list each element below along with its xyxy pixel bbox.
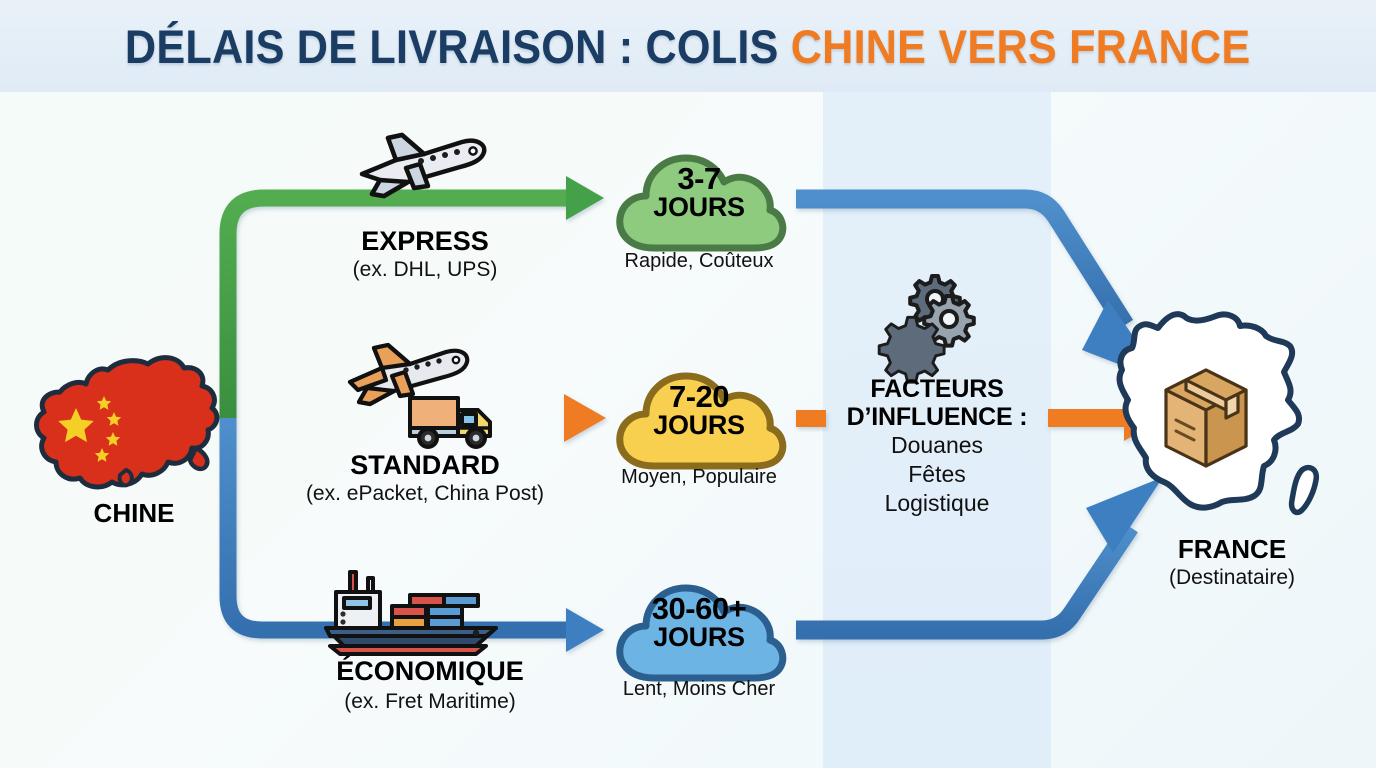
route-economique-duration: 30-60+ JOURS — [610, 593, 788, 651]
airplane-icon — [336, 336, 476, 408]
route-standard-days-unit: JOURS — [653, 410, 745, 440]
route-standard-days: 7-20 — [668, 379, 730, 414]
destination-label: FRANCE — [1177, 534, 1287, 564]
route-express-mode: EXPRESS — [361, 226, 489, 256]
factors-item-fetes: Fêtes — [908, 460, 966, 487]
route-standard-examples: (ex. ePacket, China Post) — [305, 482, 545, 505]
factors-item-logistique: Logistique — [884, 489, 990, 516]
cargo-ship-icon — [300, 562, 524, 658]
parcel-box-icon — [1164, 368, 1248, 468]
page-title-accent: CHINE VERS FRANCE — [791, 19, 1251, 73]
cloud-economique — [610, 578, 788, 686]
route-express-caption: Rapide, Coûteux — [624, 250, 774, 272]
route-express-days: 3-7 — [677, 161, 721, 196]
route-standard-caption: Moyen, Populaire — [621, 466, 777, 488]
route-economique-days: 30-60+ — [651, 591, 747, 626]
factors-heading-line2: D’INFLUENCE : — [846, 403, 1028, 431]
gears-icon — [877, 268, 995, 384]
airplane-icon — [344, 124, 494, 206]
route-express-days-unit: JOURS — [653, 192, 745, 222]
cloud-standard — [610, 366, 788, 474]
route-standard-duration: 7-20 JOURS — [610, 381, 788, 439]
route-economique-examples: (ex. Fret Maritime) — [344, 690, 516, 713]
header-banner: DÉLAIS DE LIVRAISON : COLIS CHINE VERS F… — [0, 0, 1376, 92]
factors-heading-line1: FACTEURS — [870, 375, 1004, 403]
route-economique-caption: Lent, Moins Cher — [622, 678, 776, 700]
page-title: DÉLAIS DE LIVRAISON : COLIS CHINE VERS F… — [125, 19, 1250, 74]
route-economique-days-unit: JOURS — [653, 622, 745, 652]
factors-block: FACTEURS D’INFLUENCE : Douanes Fêtes Log… — [823, 375, 1051, 517]
destination-sublabel: (Destinataire) — [1168, 566, 1296, 589]
route-express-examples: (ex. DHL, UPS) — [352, 258, 498, 281]
route-economique-mode: ÉCONOMIQUE — [336, 656, 524, 686]
factors-item-douanes: Douanes — [890, 432, 984, 458]
cloud-express — [610, 148, 788, 256]
origin-label: CHINE — [93, 498, 175, 528]
route-express-duration: 3-7 JOURS — [610, 163, 788, 221]
page-title-primary: DÉLAIS DE LIVRAISON : COLIS — [125, 19, 792, 73]
delivery-truck-icon — [404, 388, 498, 454]
route-standard-mode: STANDARD — [350, 450, 500, 480]
china-map-icon — [14, 340, 254, 500]
france-map-icon — [1088, 298, 1328, 548]
